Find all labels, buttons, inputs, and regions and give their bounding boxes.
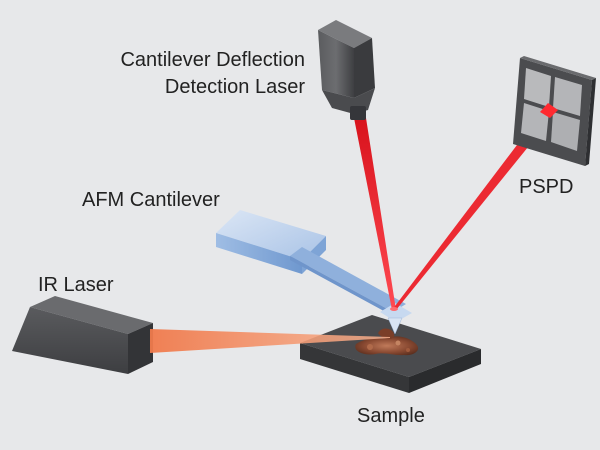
reflected-laser-beam <box>392 104 558 310</box>
ir-beam <box>150 329 390 353</box>
pspd-quadrant-grid <box>521 68 582 151</box>
pspd-laser-spot <box>540 103 558 118</box>
afm-cantilever-label: AFM Cantilever <box>82 189 220 211</box>
incident-laser-beam <box>354 118 396 310</box>
laser-spot <box>390 307 398 311</box>
afm-cantilever <box>216 210 412 335</box>
sample-label: Sample <box>357 405 425 427</box>
detection-laser-housing <box>318 20 375 120</box>
pspd-label: PSPD <box>519 176 573 198</box>
laser-label-line1: Cantilever Deflection <box>120 49 305 71</box>
pspd-detector <box>513 56 596 166</box>
sample-material <box>355 328 419 356</box>
ir-laser-housing <box>12 296 153 374</box>
laser-label-line2: Detection Laser <box>165 76 305 98</box>
ir-laser-label: IR Laser <box>38 274 114 296</box>
